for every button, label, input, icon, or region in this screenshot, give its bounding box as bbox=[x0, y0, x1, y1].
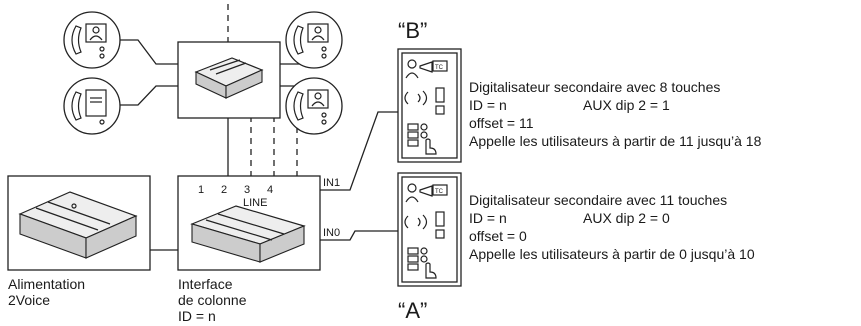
handset-icon bbox=[71, 25, 82, 55]
line-number-2: 2 bbox=[221, 184, 227, 196]
svg-text:TC: TC bbox=[435, 65, 444, 71]
interface-caption-line-1: Interface bbox=[178, 276, 233, 292]
handset-icon bbox=[293, 25, 304, 55]
interface-module-icon bbox=[190, 205, 306, 263]
button-icon bbox=[321, 112, 327, 118]
line-number-3: 3 bbox=[244, 184, 250, 196]
handset-icon bbox=[71, 91, 82, 121]
handset-icon bbox=[293, 91, 304, 121]
power-supply-module-icon bbox=[18, 191, 138, 259]
person-head-icon bbox=[314, 92, 322, 100]
line-label: LINE bbox=[243, 197, 267, 209]
panel-a-line-2: ID = n bbox=[469, 210, 507, 226]
button-icon bbox=[99, 119, 105, 125]
panel-b-line-2: ID = n bbox=[469, 97, 507, 113]
power-supply-caption-line-2: 2Voice bbox=[8, 292, 50, 308]
panel-b-line-3: AUX dip 2 = 1 bbox=[583, 97, 670, 113]
power-supply-caption-line-1: Alimentation bbox=[8, 276, 85, 292]
panel-b-line-1: Digitalisateur secondaire avec 8 touches bbox=[469, 79, 720, 95]
button-icon bbox=[99, 53, 105, 59]
in1-label: IN1 bbox=[323, 177, 340, 189]
panel-b-tag: “B” bbox=[398, 18, 427, 43]
power-supply: Alimentation 2Voice bbox=[7, 175, 151, 308]
panel-a-line-5: Appelle les utilisateurs à partir de 0 j… bbox=[469, 246, 755, 262]
person-body-icon bbox=[311, 101, 325, 107]
button-icon bbox=[321, 119, 327, 125]
entrance-panel-icon: TC bbox=[404, 183, 448, 279]
person-body-icon bbox=[89, 35, 103, 41]
panel-a: TC Digitalisateur secondaire avec 11 tou… bbox=[397, 172, 755, 323]
handset-top-left bbox=[63, 11, 121, 69]
button-icon bbox=[321, 53, 327, 59]
panel-b-line-4: offset = 11 bbox=[469, 115, 534, 131]
panel-b-line-5: Appelle les utilisateurs à partir de 11 … bbox=[469, 133, 762, 149]
button-icon bbox=[99, 46, 105, 52]
video-monitor-icon bbox=[307, 89, 329, 109]
distributor-module-icon bbox=[194, 57, 264, 99]
distributor bbox=[177, 41, 281, 119]
panel-b: “B” TC Digitalisateur secondaire avec 8 … bbox=[397, 18, 762, 163]
button-icon bbox=[321, 46, 327, 52]
panel-a-tag: “A” bbox=[398, 298, 427, 323]
wire-in0 bbox=[320, 230, 398, 241]
handset-bottom-left bbox=[63, 77, 121, 135]
svg-text:TC: TC bbox=[435, 189, 444, 195]
video-monitor-icon bbox=[307, 23, 329, 43]
interface-module: 1 2 3 4 LINE IN1 IN0 Interface de colonn… bbox=[177, 175, 340, 324]
panel-a-line-4: offset = 0 bbox=[469, 228, 527, 244]
audio-phone-body-icon bbox=[85, 89, 107, 117]
person-head-icon bbox=[314, 26, 322, 34]
line-number-4: 4 bbox=[267, 184, 273, 196]
person-head-icon bbox=[92, 26, 100, 34]
wire-handset-2 bbox=[120, 85, 178, 106]
panel-a-line-1: Digitalisateur secondaire avec 11 touche… bbox=[469, 192, 727, 208]
interface-caption-line-2: de colonne bbox=[178, 292, 247, 308]
handset-top-right bbox=[285, 11, 343, 69]
entrance-panel-icon: TC bbox=[404, 59, 448, 155]
person-body-icon bbox=[311, 35, 325, 41]
line-number-1: 1 bbox=[198, 184, 204, 196]
panel-a-line-3: AUX dip 2 = 0 bbox=[583, 210, 670, 226]
wire-handset-1 bbox=[120, 39, 178, 65]
in0-label: IN0 bbox=[323, 227, 340, 239]
wire-in1 bbox=[320, 111, 398, 191]
handset-bottom-right bbox=[285, 77, 343, 135]
video-monitor-icon bbox=[85, 23, 107, 43]
interface-caption-line-3: ID = n bbox=[178, 308, 216, 324]
